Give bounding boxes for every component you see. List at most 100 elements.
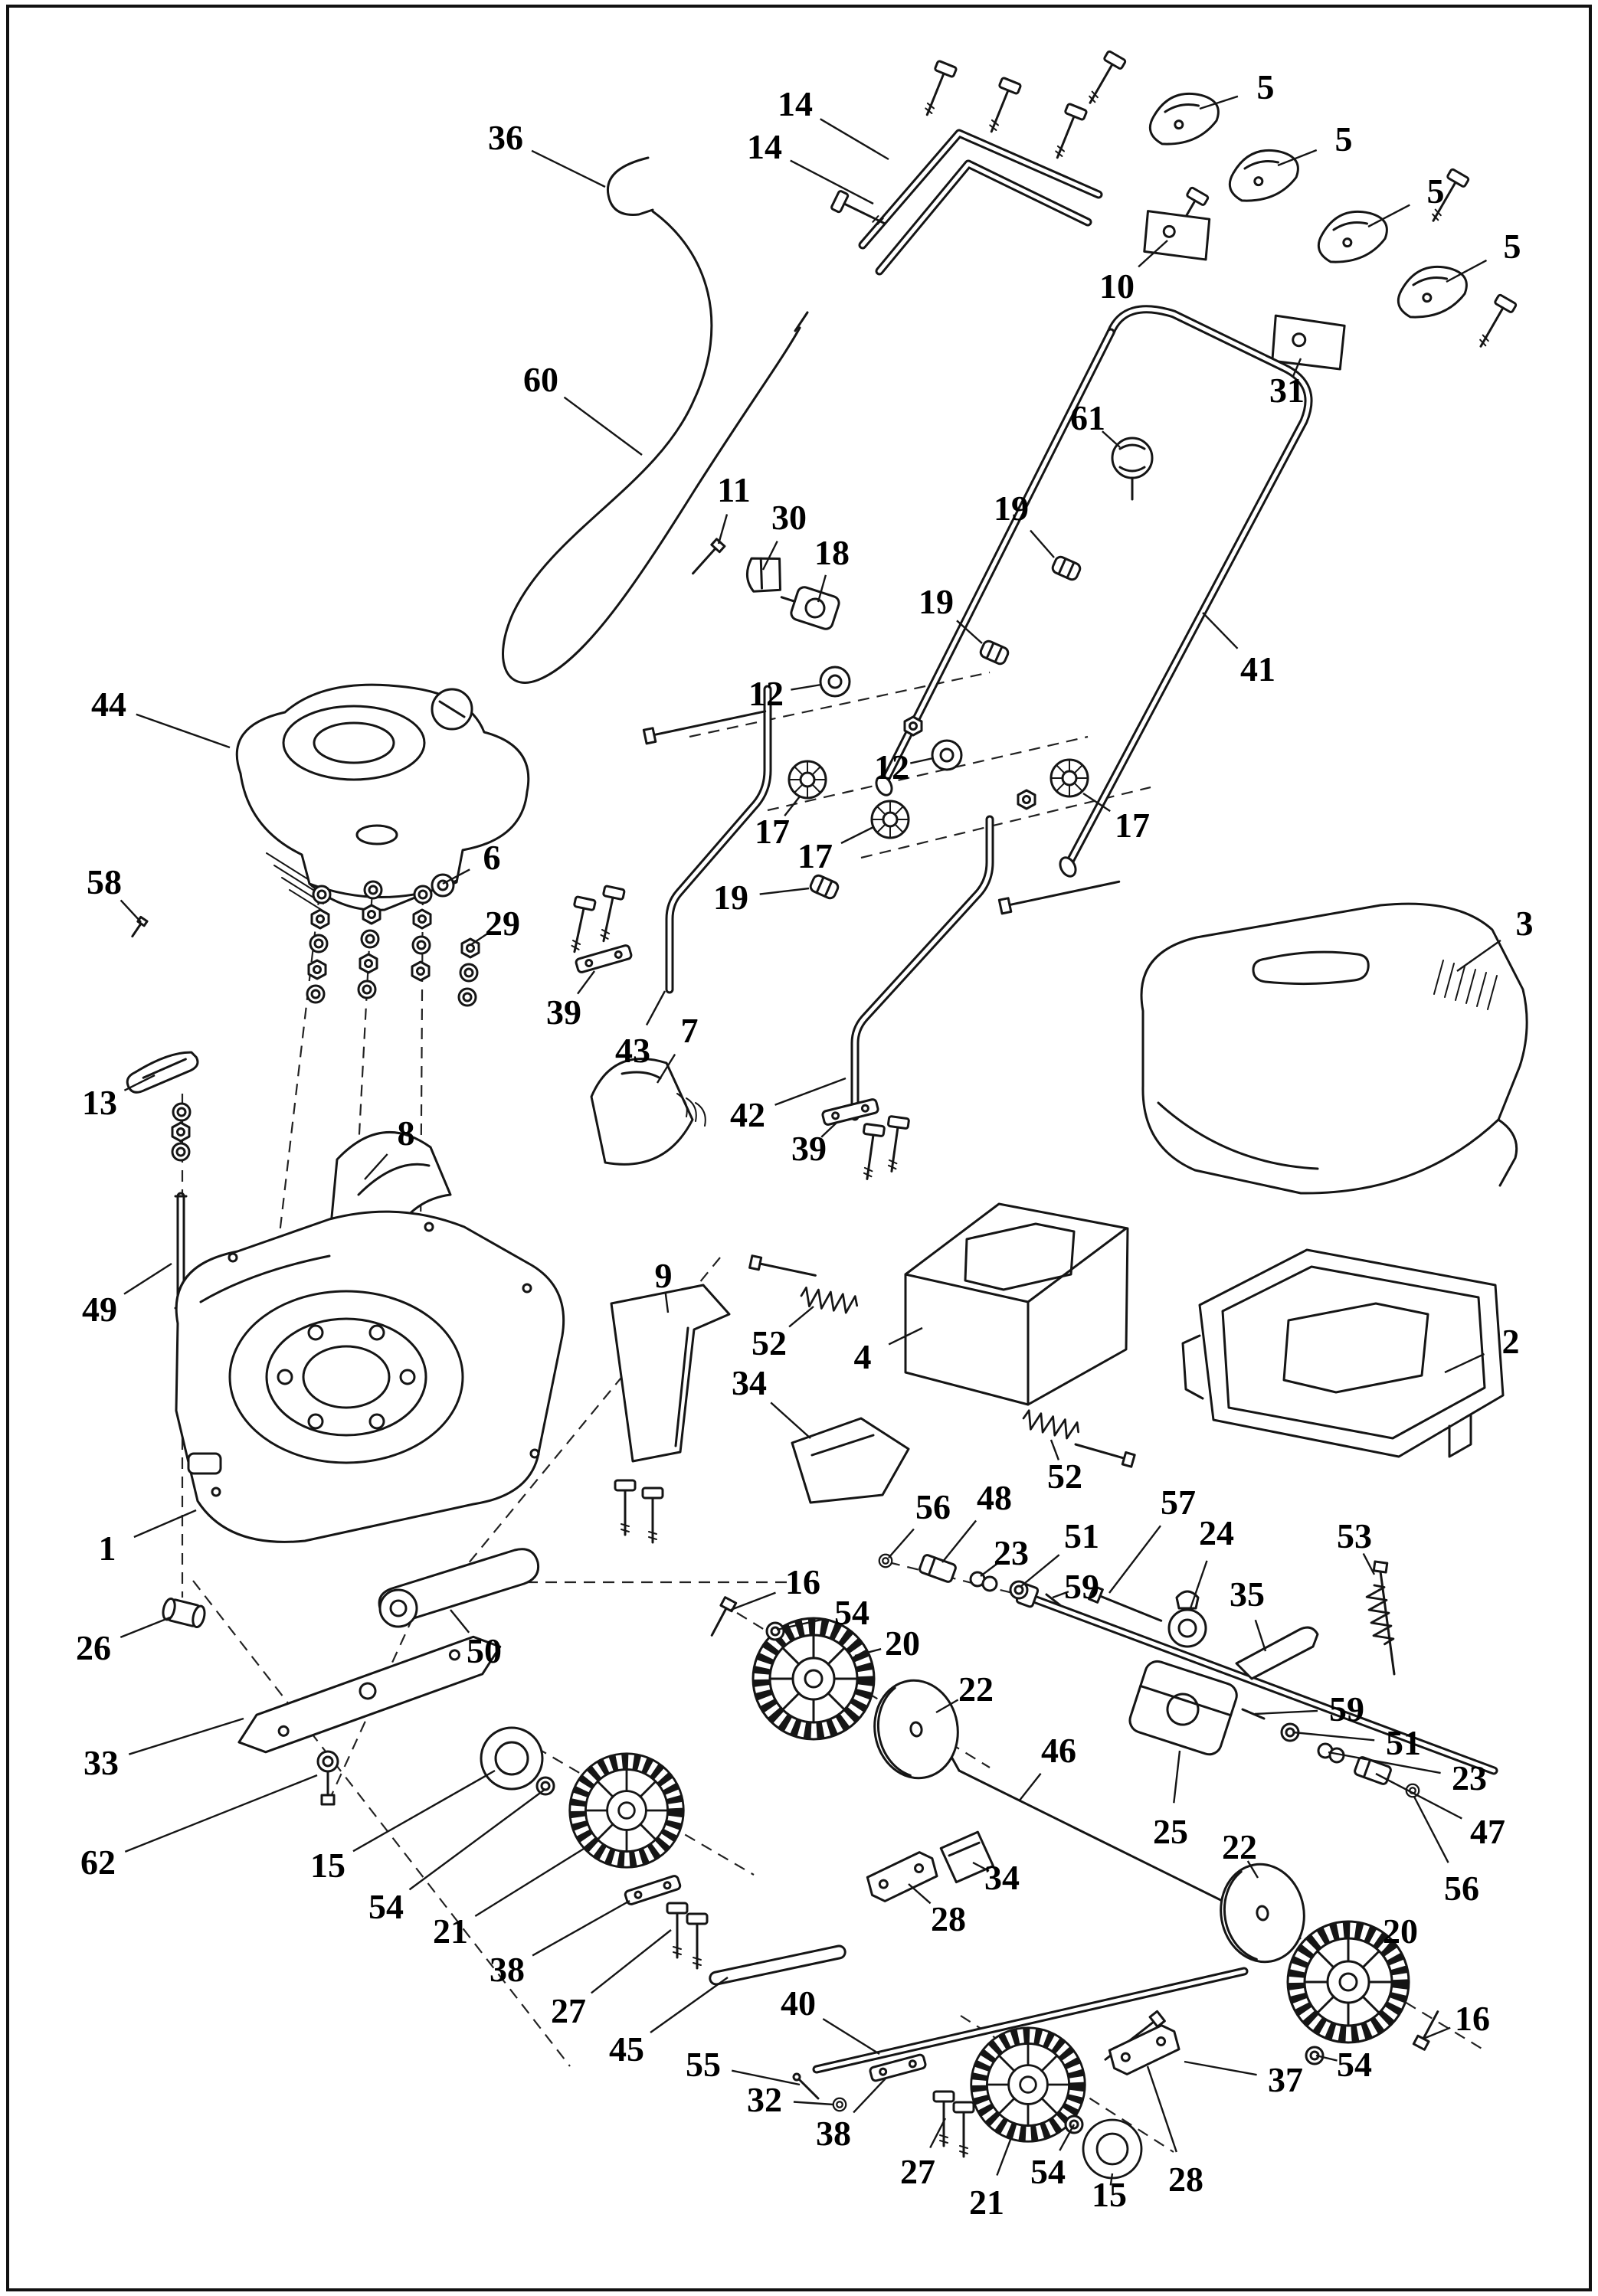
leader-line-10	[1138, 240, 1168, 268]
part-label-13: 13	[82, 1083, 117, 1122]
leader-line-15	[1109, 2173, 1114, 2186]
leader-line-62	[124, 1774, 318, 1853]
leader-line-22	[1246, 1860, 1259, 1879]
drawing-support-bracket	[610, 1284, 731, 1544]
leader-line-41	[1202, 612, 1239, 649]
part-label-35: 35	[1230, 1575, 1265, 1614]
part-label-14: 14	[778, 84, 813, 123]
part-label-28: 28	[1168, 2160, 1203, 2199]
leader-line-5	[1446, 259, 1488, 283]
leader-line-16	[730, 1591, 776, 1611]
part-label-20: 20	[1383, 1912, 1418, 1951]
leader-line-57	[1108, 1525, 1161, 1594]
part-label-5: 5	[1503, 227, 1521, 266]
leader-line-44	[136, 713, 231, 749]
part-label-39: 39	[546, 993, 581, 1032]
leader-line-29	[470, 932, 489, 946]
leader-line-45	[650, 1977, 729, 2033]
leader-line-51	[1020, 1554, 1060, 1588]
leader-line-54	[408, 1788, 546, 1891]
part-label-60: 60	[523, 360, 558, 399]
leader-line-8	[364, 1153, 388, 1180]
leader-line-38	[853, 2078, 886, 2114]
leader-line-49	[123, 1262, 172, 1295]
leader-line-12	[910, 757, 934, 764]
leader-line-5	[1277, 149, 1318, 167]
leader-line-48	[941, 1519, 977, 1563]
part-label-19: 19	[994, 489, 1029, 528]
leader-line-56	[1413, 1796, 1449, 1863]
part-label-54: 54	[834, 1593, 869, 1632]
leader-line-19	[1030, 529, 1055, 558]
part-label-21: 21	[433, 1912, 468, 1951]
leader-line-1	[133, 1509, 197, 1539]
part-label-23: 23	[994, 1533, 1029, 1572]
leader-line-28	[1146, 2065, 1177, 2153]
part-label-22: 22	[958, 1670, 994, 1709]
leader-line-33	[128, 1717, 244, 1755]
drawing-upper-handle-brace	[830, 59, 1103, 276]
leader-line-11	[717, 514, 729, 545]
part-label-15: 15	[1092, 2175, 1127, 2214]
leader-line-50	[450, 1609, 470, 1634]
leader-line-42	[774, 1077, 846, 1106]
leader-line-14	[790, 159, 874, 205]
part-label-37: 37	[1268, 2060, 1303, 2099]
drawing-grass-box-front	[904, 1202, 1129, 1406]
leader-line-25	[1173, 1750, 1181, 1804]
part-label-54: 54	[368, 1887, 404, 1926]
part-label-19: 19	[919, 582, 954, 621]
leader-line-27	[591, 1929, 672, 1994]
part-label-15: 15	[310, 1846, 345, 1885]
part-label-34: 34	[732, 1363, 767, 1402]
leader-line-9	[664, 1292, 670, 1313]
drawing-upper-handle	[875, 305, 1313, 878]
part-label-14: 14	[747, 127, 782, 166]
part-label-39: 39	[791, 1129, 827, 1168]
part-label-16: 16	[785, 1562, 820, 1601]
part-label-17: 17	[797, 836, 833, 875]
part-label-18: 18	[814, 533, 850, 572]
leader-line-23	[980, 1562, 998, 1577]
leader-line-16	[1423, 2026, 1451, 2040]
part-label-34: 34	[984, 1858, 1020, 1897]
part-label-17: 17	[755, 812, 790, 851]
part-label-47: 47	[1470, 1812, 1505, 1851]
leader-line-36	[531, 149, 606, 188]
part-label-61: 61	[1070, 398, 1105, 437]
leader-line-43	[645, 990, 666, 1026]
leader-line-59	[1254, 1709, 1318, 1715]
part-label-38: 38	[490, 1950, 525, 1989]
part-label-31: 31	[1269, 371, 1305, 410]
part-label-42: 42	[730, 1095, 765, 1134]
drawing-rear-axle	[878, 1553, 1498, 1922]
leader-line-35	[1254, 1619, 1267, 1652]
part-label-5: 5	[1334, 119, 1353, 159]
part-label-49: 49	[82, 1290, 117, 1329]
leader-line-3	[1456, 939, 1501, 972]
drawing-blade-assembly	[162, 1548, 540, 1806]
part-label-32: 32	[747, 2080, 782, 2119]
leader-line-13	[123, 1074, 156, 1091]
part-label-51: 51	[1064, 1516, 1099, 1555]
part-label-11: 11	[717, 470, 751, 509]
leader-line-19	[759, 887, 810, 895]
part-label-4: 4	[853, 1337, 872, 1376]
leader-line-18	[817, 574, 827, 603]
part-label-24: 24	[1199, 1513, 1234, 1552]
part-label-12: 12	[748, 674, 784, 713]
part-label-57: 57	[1161, 1483, 1196, 1522]
part-label-21: 21	[969, 2183, 1004, 2222]
part-label-10: 10	[1099, 267, 1135, 306]
leader-line-61	[1102, 430, 1121, 448]
part-label-3: 3	[1515, 904, 1534, 943]
drawing-wheels	[480, 1596, 1439, 2180]
part-label-25: 25	[1153, 1812, 1188, 1851]
leader-line-32	[793, 2101, 834, 2106]
part-label-16: 16	[1455, 1999, 1490, 2038]
leader-line-39	[820, 1122, 837, 1138]
leader-line-51	[1292, 1731, 1375, 1742]
leader-line-2	[1444, 1352, 1485, 1374]
